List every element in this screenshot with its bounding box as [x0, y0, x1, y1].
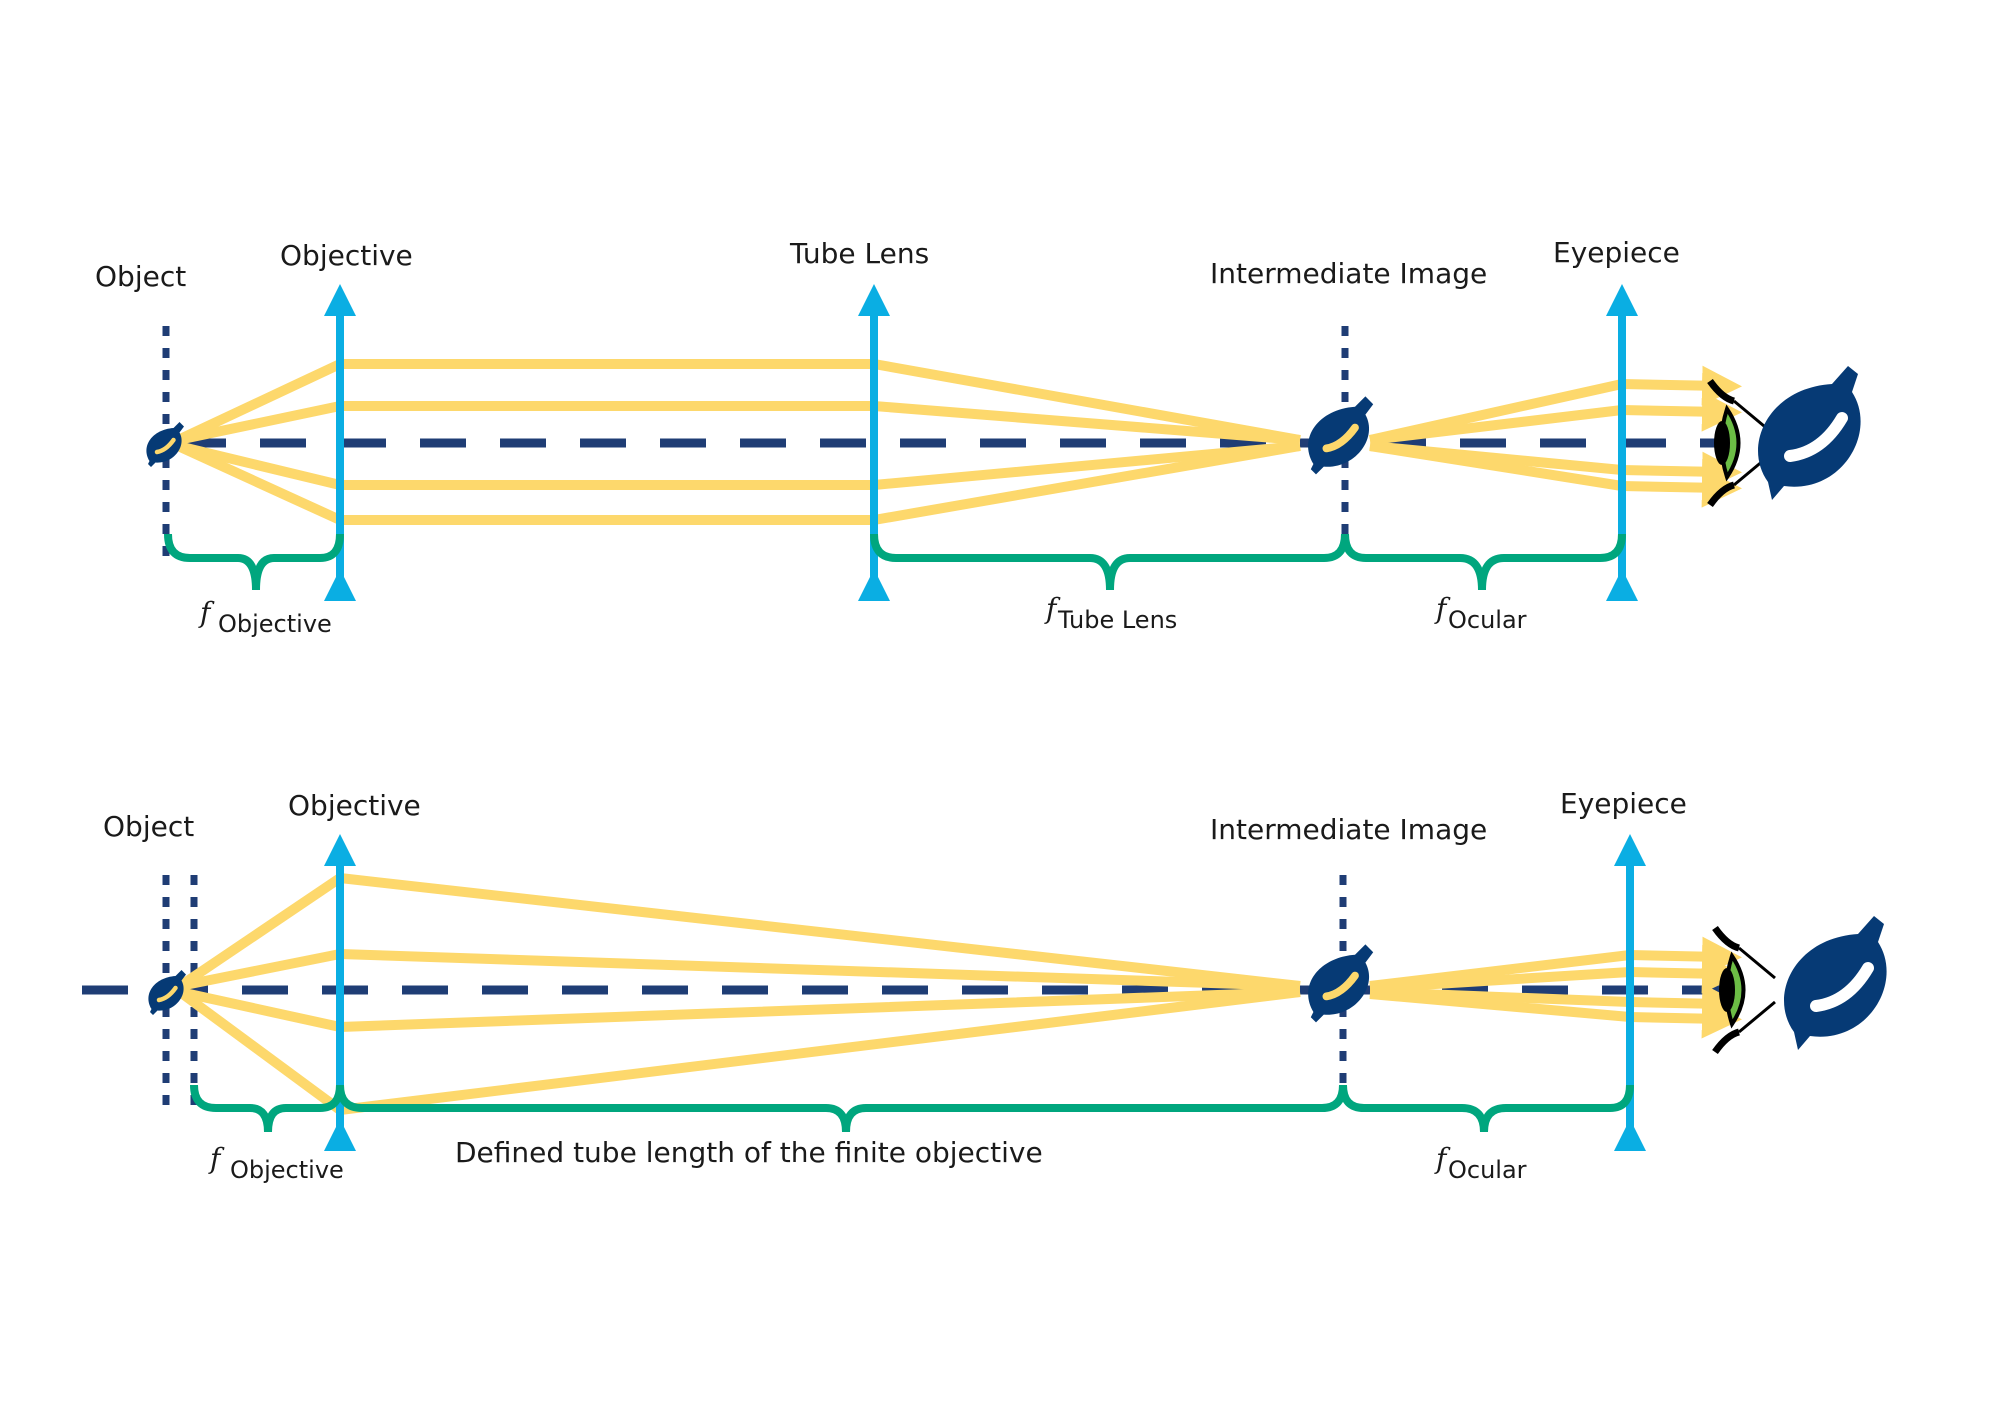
intermediate-image-leaf-icon — [1308, 396, 1373, 474]
svg-text:Objective: Objective — [230, 1156, 344, 1184]
f-ocular-label: f Ocular — [1434, 1142, 1527, 1184]
tube-length-label: Defined tube length of the finite object… — [455, 1136, 1043, 1169]
eye-icon — [1715, 928, 1775, 1052]
svg-text:Ocular: Ocular — [1448, 1156, 1527, 1184]
svg-text:f: f — [198, 596, 215, 629]
observer-leaf-icon — [1758, 366, 1861, 500]
object-leaf-icon — [146, 422, 184, 467]
object-leaf-icon — [148, 970, 186, 1015]
f-objective-label: f Objective — [198, 596, 332, 638]
light-rays — [175, 359, 1742, 525]
bottom-diagram: Object Objective Intermediate Image Eyep… — [82, 787, 1887, 1184]
objective-label: Objective — [288, 789, 421, 822]
objective-label: Objective — [280, 239, 413, 272]
f-tube-lens-label: f Tube Lens — [1044, 592, 1177, 634]
eyepiece-label: Eyepiece — [1560, 787, 1687, 820]
f-ocular-label: f Ocular — [1434, 592, 1527, 634]
svg-text:Tube Lens: Tube Lens — [1057, 606, 1177, 634]
brackets — [164, 533, 1626, 591]
intermediate-image-leaf-icon — [1308, 944, 1373, 1022]
top-diagram: Object Objective Tube Lens Intermediate … — [95, 236, 1861, 638]
intermediate-image-label: Intermediate Image — [1210, 813, 1487, 846]
observer-leaf-icon — [1784, 916, 1887, 1050]
f-objective-label: f Objective — [208, 1142, 344, 1184]
svg-text:Objective: Objective — [218, 610, 332, 638]
intermediate-image-label: Intermediate Image — [1210, 257, 1487, 290]
svg-text:Ocular: Ocular — [1448, 606, 1527, 634]
svg-text:f: f — [208, 1142, 225, 1175]
object-label: Object — [95, 260, 186, 293]
tube-lens-label: Tube Lens — [789, 237, 929, 270]
object-label: Object — [103, 810, 194, 843]
eyepiece-label: Eyepiece — [1553, 236, 1680, 269]
brackets — [190, 1084, 1634, 1133]
